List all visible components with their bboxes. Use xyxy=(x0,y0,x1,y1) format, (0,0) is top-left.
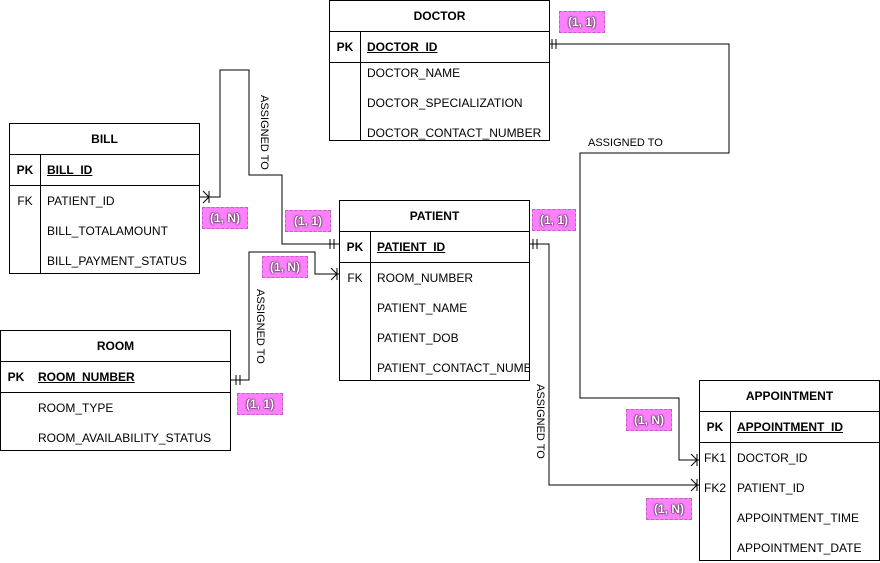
room-patient-label: ASSIGNED TO xyxy=(254,289,266,364)
bill-row: BILL_TOTALAMOUNT xyxy=(47,224,168,238)
patient-appointment-line xyxy=(529,243,700,486)
room-row: ROOM_TYPE xyxy=(38,401,114,415)
patient-id-field: PATIENT_ID xyxy=(377,240,446,254)
bill-entity[interactable]: BILL PK BILL_ID FK PATIENT_ID BILL_TOTAL… xyxy=(9,123,200,274)
doctor-title: DOCTOR xyxy=(330,1,549,32)
cardinality-patient-from-room: (1, N) xyxy=(262,256,308,278)
patient-title: PATIENT xyxy=(340,201,529,232)
key-column-divider xyxy=(360,31,361,140)
key-column-divider xyxy=(370,231,371,380)
key-column-divider xyxy=(40,154,41,273)
cardinality-appointment-patient: (1, N) xyxy=(646,498,692,520)
room-number-field: ROOM_NUMBER xyxy=(38,370,135,384)
room-title: ROOM xyxy=(1,331,230,362)
bill-row: FK PATIENT_ID xyxy=(10,186,199,216)
pk-marker: PK xyxy=(7,370,25,384)
cardinality-patient-to-doctor: (1, 1) xyxy=(532,209,576,231)
doctor-appointment-line xyxy=(549,43,730,461)
room-patient-line xyxy=(230,251,340,381)
fk2-marker: FK2 xyxy=(703,481,726,495)
patient-row: PATIENT_DOB xyxy=(377,331,459,345)
cardinality-patient-from-bill: (1, 1) xyxy=(285,210,331,232)
doctor-entity[interactable]: DOCTOR PK DOCTOR_ID DOCTOR_NAME DOCTOR_S… xyxy=(329,0,550,141)
cardinality-doctor: (1, 1) xyxy=(559,11,605,33)
cardinality-appointment-doctor: (1, N) xyxy=(626,409,672,431)
appointment-entity[interactable]: APPOINTMENT PK APPOINTMENT_ID FK1 DOCTOR… xyxy=(699,380,880,561)
pk-marker: PK xyxy=(336,40,354,54)
room-pk-row: PK ROOM_NUMBER xyxy=(1,362,230,393)
cardinality-bill: (1, N) xyxy=(202,207,248,229)
pk-marker: PK xyxy=(346,240,364,254)
bill-row: BILL_PAYMENT_STATUS xyxy=(47,254,187,268)
doctor-row: DOCTOR_NAME xyxy=(367,66,461,80)
bill-patient-label: ASSIGNED TO xyxy=(258,95,270,170)
pk-marker: PK xyxy=(706,420,724,434)
patient-pk-row: PK PATIENT_ID xyxy=(340,232,529,263)
cardinality-room: (1, 1) xyxy=(237,393,283,415)
patient-appointment-label: ASSIGNED TO xyxy=(534,384,546,459)
bill-title: BILL xyxy=(10,124,199,155)
appointment-pk-row: PK APPOINTMENT_ID xyxy=(700,412,879,443)
bill-id-field: BILL_ID xyxy=(47,163,93,177)
fk-marker: FK xyxy=(17,194,33,208)
doctor-id-field: DOCTOR_ID xyxy=(367,40,438,54)
appointment-row: APPOINTMENT_DATE xyxy=(737,541,862,555)
fk-marker: FK xyxy=(347,271,363,285)
patient-row: FK ROOM_NUMBER xyxy=(340,263,529,293)
patient-entity[interactable]: PATIENT PK PATIENT_ID FK ROOM_NUMBER PAT… xyxy=(339,200,530,381)
room-row: ROOM_AVAILABILITY_STATUS xyxy=(38,431,212,445)
appointment-row: FK1 DOCTOR_ID xyxy=(700,443,879,473)
room-entity[interactable]: ROOM PK ROOM_NUMBER ROOM_TYPE ROOM_AVAIL… xyxy=(0,330,231,451)
bill-patient-line xyxy=(200,69,340,245)
key-column-divider xyxy=(730,411,731,560)
pk-marker: PK xyxy=(16,163,34,177)
doctor-row: DOCTOR_CONTACT_NUMBER xyxy=(367,126,542,140)
appointment-row: FK2 PATIENT_ID xyxy=(700,473,879,503)
patient-row: PATIENT_CONTACT_NUMBE xyxy=(377,361,529,375)
doctor-pk-row: PK DOCTOR_ID xyxy=(330,32,549,63)
appointment-row: APPOINTMENT_TIME xyxy=(737,511,860,525)
patient-row: PATIENT_NAME xyxy=(377,301,468,315)
fk1-marker: FK1 xyxy=(703,451,726,465)
appointment-title: APPOINTMENT xyxy=(700,381,879,412)
bill-pk-row: PK BILL_ID xyxy=(10,155,199,186)
doctor-appointment-label: ASSIGNED TO xyxy=(588,137,663,149)
doctor-row: DOCTOR_SPECIALIZATION xyxy=(367,96,523,110)
appointment-id-field: APPOINTMENT_ID xyxy=(737,420,844,434)
